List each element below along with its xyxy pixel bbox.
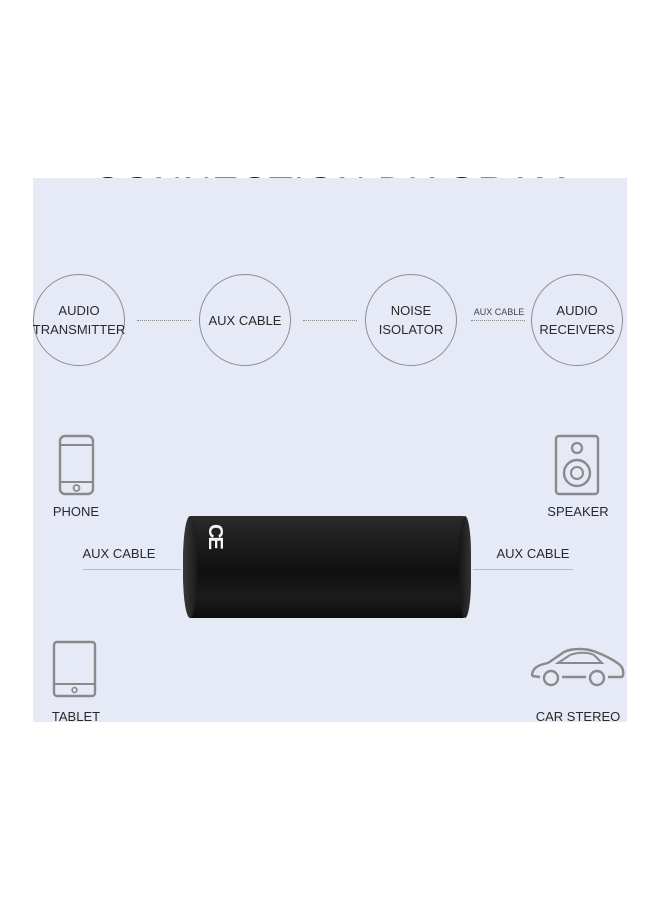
- device-left-cap: [183, 516, 197, 618]
- node-aux-cable-label: AUX CABLE: [208, 312, 282, 328]
- device-right-cap: [459, 516, 471, 618]
- node-noise-isolator: NOISE ISOLATOR: [365, 274, 457, 366]
- cable-line-right: [473, 569, 573, 570]
- node-noise-isolator-label: NOISE ISOLATOR: [378, 303, 444, 337]
- noise-isolator-device: CE: [183, 516, 471, 618]
- speaker-icon: [554, 434, 600, 496]
- car-icon: [530, 647, 625, 687]
- ce-mark: CE: [204, 524, 226, 548]
- connector-label-aux-cable: AUX CABLE: [473, 307, 525, 317]
- node-audio-receivers: AUDIO RECEIVERS: [531, 274, 623, 366]
- node-audio-transmitter-label: AUDIO TRANSMITTER: [33, 303, 126, 337]
- speaker-label: SPEAKER: [547, 504, 609, 519]
- node-audio-transmitter: AUDIO TRANSMITTER: [33, 274, 125, 366]
- phone-label: PHONE: [52, 504, 100, 519]
- phone-icon: [58, 434, 95, 496]
- node-aux-cable: AUX CABLE: [199, 274, 291, 366]
- car-stereo-label: CAR STEREO: [535, 709, 621, 722]
- cable-label-left: AUX CABLE: [82, 546, 156, 561]
- tablet-icon: [52, 640, 97, 698]
- connector-line-2: [303, 320, 357, 321]
- cable-label-right: AUX CABLE: [496, 546, 570, 561]
- node-audio-receivers-label: AUDIO RECEIVERS: [539, 303, 615, 337]
- cable-line-left: [83, 569, 181, 570]
- connector-line-3: [471, 320, 525, 321]
- diagram-panel: AUDIO TRANSMITTER AUX CABLE NOISE ISOLAT…: [33, 178, 627, 722]
- connector-line-1: [137, 320, 191, 321]
- tablet-label: TABLET: [51, 709, 101, 722]
